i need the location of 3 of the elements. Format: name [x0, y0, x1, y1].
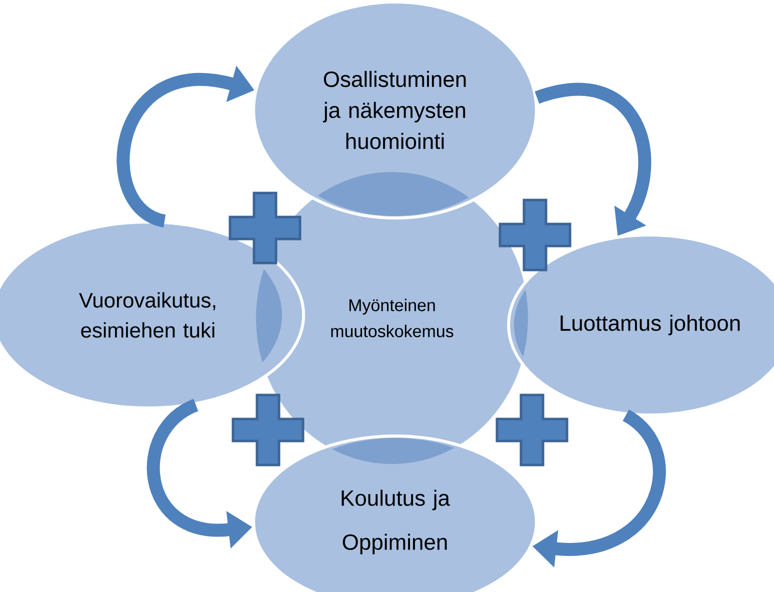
- ellipse-node: Koulutus ja Oppiminen: [252, 434, 538, 592]
- node-label: Luottamus johtoon: [560, 314, 740, 336]
- ellipse-node: Luottamus johtoon: [507, 234, 774, 416]
